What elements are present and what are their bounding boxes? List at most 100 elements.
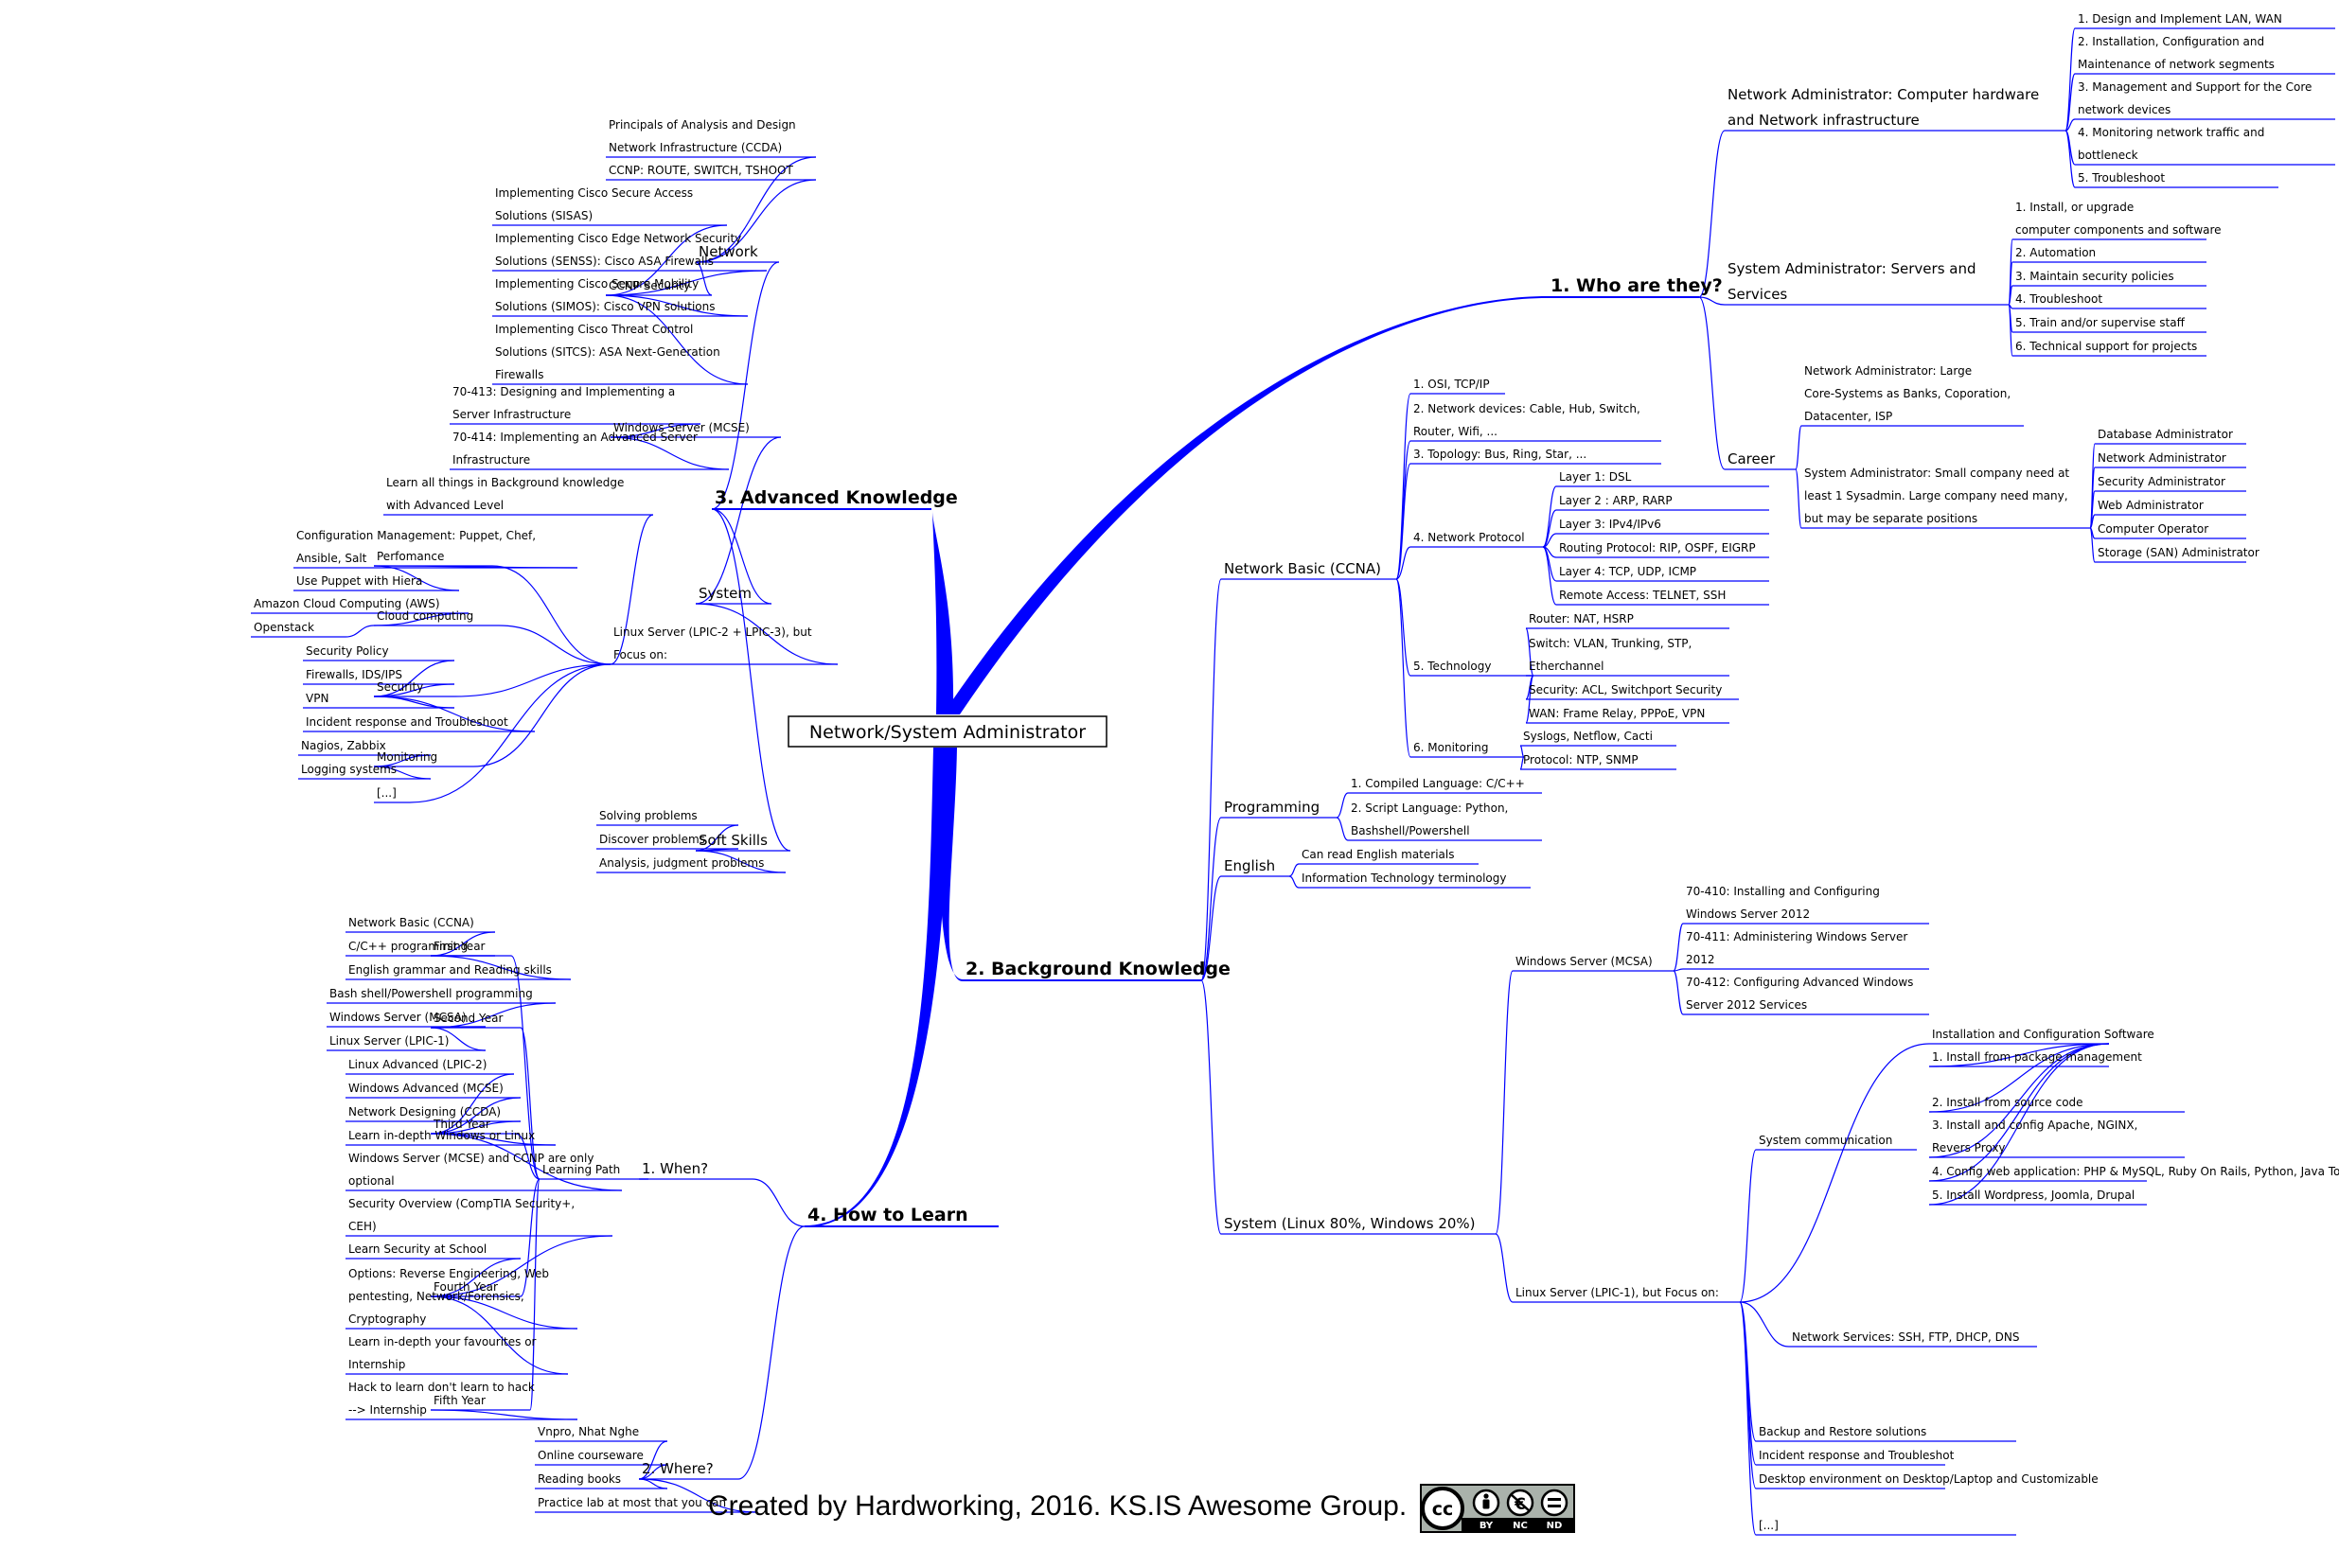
connector-line	[605, 294, 749, 385]
node-label-network-administrator: Network Administrator	[2098, 451, 2226, 465]
connector-line	[1928, 1043, 2110, 1182]
node-label-information-technology-terminology: Information Technology terminology	[1302, 872, 1507, 885]
node-label-discover-problems: Discover problems	[599, 833, 705, 846]
connector-line	[373, 766, 432, 780]
main-branch-3	[932, 508, 954, 714]
node-label-: [...]	[377, 786, 397, 800]
connector-line	[373, 683, 455, 697]
node-label-1-when: 1. When?	[642, 1160, 708, 1177]
connector-line	[373, 565, 460, 591]
connector-line	[2064, 73, 2076, 132]
connector-line	[430, 1409, 578, 1420]
connector-line	[510, 955, 540, 1180]
node-label-career: Career	[1728, 450, 1776, 467]
connector-line	[430, 1120, 522, 1135]
node-label-system-communication: System communication	[1759, 1134, 1892, 1147]
connector-line	[1698, 130, 1726, 298]
node-label-use-puppet-with-hiera: Use Puppet with Hiera	[296, 574, 422, 588]
node-label-network: Network	[699, 243, 758, 260]
node-label-layer-3-ipv4-ipv6: Layer 3: IPv4/IPv6	[1559, 518, 1661, 531]
connector-line	[638, 1440, 668, 1480]
node-label-first-year: First Year	[434, 940, 486, 953]
node-label-english-grammar-and-reading-skills: English grammar and Reading skills	[348, 963, 552, 977]
node-label-windows-server-mcsa: Windows Server (MCSA)	[329, 1011, 467, 1024]
node-label-english: English	[1224, 857, 1275, 874]
connector-line	[638, 1478, 668, 1489]
node-label-security-overview-comptia-security-ceh: Security Overview (CompTIA Security+,CEH…	[348, 1197, 575, 1233]
connector-line	[610, 436, 730, 470]
node-label-layer-1-dsl: Layer 1: DSL	[1559, 470, 1632, 484]
node-label-network-services-ssh-ftp-dhcp-dns: Network Services: SSH, FTP, DHCP, DNS	[1792, 1330, 2020, 1344]
connector-line	[373, 696, 536, 732]
node-label-1-who-are-they: 1. Who are they?	[1550, 275, 1723, 296]
node-label-4-config-web-application-php-mysql-ruby-: 4. Config web application: PHP & MySQL, …	[1932, 1165, 2339, 1178]
node-label-learn-all-things-in-background-knowledge: Learn all things in Background knowledge…	[386, 476, 624, 512]
node-label-web-administrator: Web Administrator	[2098, 499, 2204, 512]
node-label-layer-2-arp-rarp: Layer 2 : ARP, RARP	[1559, 494, 1673, 507]
connector-line	[1395, 546, 1411, 580]
connector-line	[2064, 130, 2076, 188]
node-label-fourth-year: Fourth Year	[434, 1280, 498, 1294]
node-label-openstack: Openstack	[254, 621, 314, 634]
node-label-computer-operator: Computer Operator	[2098, 522, 2208, 536]
connector-line	[430, 931, 496, 957]
connector-line	[695, 603, 839, 665]
node-label-incident-response-and-troubleshot: Incident response and Troubleshot	[1759, 1449, 1955, 1462]
connector-line	[373, 612, 470, 626]
node-label-fifth-year: Fifth Year	[434, 1394, 486, 1407]
svg-text:BY: BY	[1480, 1521, 1494, 1531]
connector-line	[737, 1225, 806, 1480]
connector-line	[1200, 817, 1222, 981]
connector-line	[1928, 1043, 2110, 1067]
node-label-security: Security	[377, 680, 423, 694]
connector-line	[1336, 817, 1349, 841]
connector-line	[409, 663, 611, 803]
connector-line	[430, 1295, 569, 1375]
connector-line	[430, 1235, 613, 1297]
svg-text:ND: ND	[1547, 1521, 1563, 1531]
node-label-nagios-zabbix: Nagios, Zabbix	[301, 739, 386, 752]
connector-line	[695, 261, 713, 296]
connector-line	[1395, 393, 1411, 580]
node-label-1-compiled-language-c-c: 1. Compiled Language: C/C++	[1351, 777, 1525, 790]
connector-line	[1673, 923, 1684, 972]
node-label-c-c-programming: C/C++ programming	[348, 940, 468, 953]
node-label-installation-and-configuration-software: Installation and Configuration Software	[1932, 1028, 2154, 1041]
connector-line	[1542, 546, 1557, 606]
connector-line	[453, 663, 611, 697]
node-label-4-troubleshoot: 4. Troubleshoot	[2015, 292, 2102, 306]
main-branch-1	[943, 296, 1548, 714]
node-label-ccnp-security: CCNP Security	[609, 279, 690, 292]
node-label-system-administrator-small-company-need-: System Administrator: Small company need…	[1804, 467, 2069, 525]
node-label-incident-response-and-troubleshoot: Incident response and Troubleshoot	[306, 715, 508, 729]
node-label-5-install-wordpress-joomla-drupal: 5. Install Wordpress, Joomla, Drupal	[1932, 1189, 2135, 1202]
node-label-bash-shell-powershell-programming: Bash shell/Powershell programming	[329, 987, 533, 1000]
connector-line	[1928, 1043, 2110, 1158]
connector-line	[695, 850, 787, 873]
node-label-can-read-english-materials: Can read English materials	[1302, 848, 1454, 861]
connector-line	[1673, 968, 1684, 972]
connector-line	[373, 754, 432, 767]
connector-line	[711, 261, 780, 510]
connector-line	[711, 508, 772, 605]
connector-line	[1519, 756, 1525, 770]
connector-line	[373, 660, 455, 697]
connector-line	[695, 156, 817, 263]
node-label-3-advanced-knowledge: 3. Advanced Knowledge	[715, 487, 958, 508]
node-label-2-where: 2. Where?	[642, 1460, 714, 1477]
connector-line	[373, 565, 578, 569]
node-label-third-year: Third Year	[433, 1118, 490, 1131]
node-label-1-design-and-implement-lan-wan: 1. Design and Implement LAN, WAN	[2078, 12, 2282, 26]
